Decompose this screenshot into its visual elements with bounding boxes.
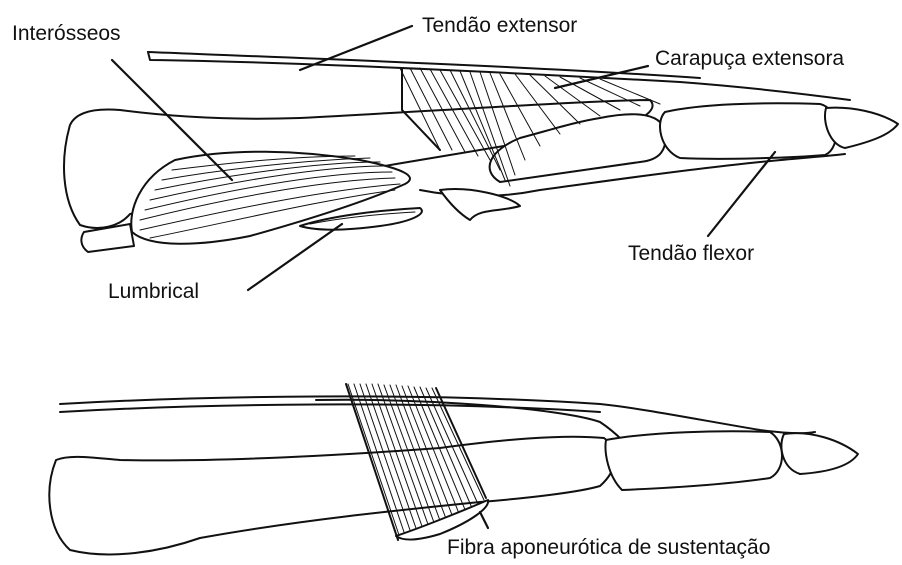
middle-phalanx-bottom <box>606 431 782 490</box>
distal-phalanx <box>825 108 898 148</box>
label-fibra-aponeurotica: Fibra aponeurótica de sustentação <box>447 536 770 559</box>
label-tendao-flexor: Tendão flexor <box>628 242 754 265</box>
label-lumbrical: Lumbrical <box>108 280 199 303</box>
tendao-extensor-leader <box>300 26 412 70</box>
top-finger-drawing <box>64 52 898 252</box>
bottom-finger-drawing <box>49 384 858 554</box>
label-carapuca-extensora: Carapuça extensora <box>655 47 844 70</box>
lumbrical-leader <box>248 224 342 290</box>
middle-phalanx <box>660 103 836 159</box>
distal-phalanx-bottom <box>781 433 858 474</box>
fibra-aponeurotica-leader <box>480 512 488 528</box>
label-tendao-extensor: Tendão extensor <box>422 14 577 37</box>
label-interosseos: Interósseos <box>12 22 121 45</box>
